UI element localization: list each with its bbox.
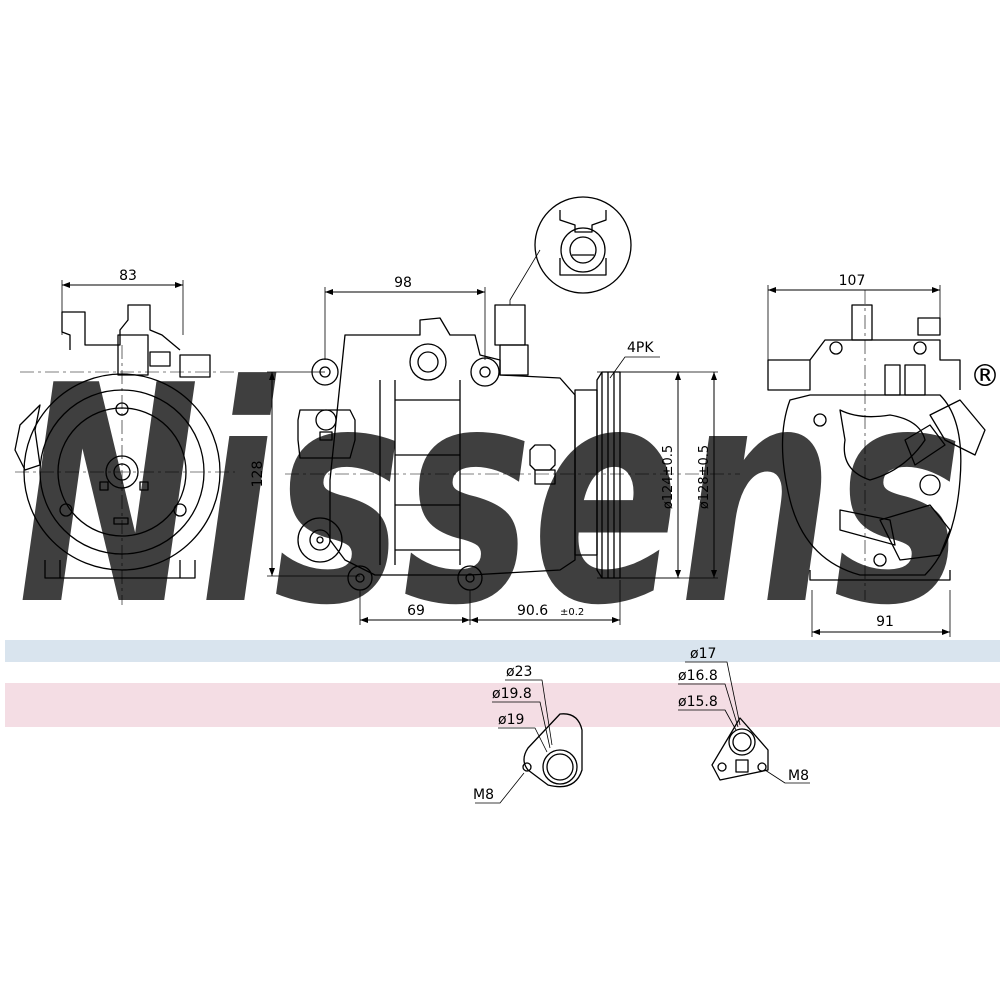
left-port-diameter-3: ø19 <box>498 712 524 728</box>
dim-rear-bottom-width: 91 <box>876 614 894 630</box>
left-port-diameter-2: ø19.8 <box>492 686 532 702</box>
dim-side-bottom-right: 90.6 <box>517 603 548 619</box>
blue-band <box>5 640 1000 662</box>
left-port-thread: M8 <box>473 787 494 803</box>
dim-side-bottom-right-tolerance: ±0.2 <box>560 607 584 618</box>
right-port-diameter-3: ø15.8 <box>678 694 718 710</box>
connector-detail <box>509 196 632 305</box>
side-view <box>267 287 740 625</box>
dim-pulley-outer-diameter: ø128±0.5 <box>697 445 712 509</box>
left-port-detail <box>475 679 583 804</box>
dim-pulley-inner-diameter: ø124±0.5 <box>661 445 676 509</box>
dim-rear-top-width: 107 <box>839 273 866 289</box>
dim-side-top-width: 98 <box>394 275 412 291</box>
rear-view <box>767 285 986 637</box>
left-port-diameter-1: ø23 <box>506 664 532 680</box>
pulley-type-label: 4PK <box>627 340 654 356</box>
dim-front-width: 83 <box>119 268 137 284</box>
front-view <box>14 280 235 605</box>
registered-mark: ® <box>970 359 1000 394</box>
watermark-logo: Nissens <box>18 322 963 671</box>
pink-band <box>5 683 1000 727</box>
dim-side-height: 128 <box>250 461 266 488</box>
right-port-thread: M8 <box>788 768 809 784</box>
right-port-diameter-2: ø16.8 <box>678 668 718 684</box>
right-port-detail <box>678 661 810 784</box>
right-port-diameter-1: ø17 <box>690 646 716 662</box>
dim-side-bottom-left: 69 <box>407 603 425 619</box>
